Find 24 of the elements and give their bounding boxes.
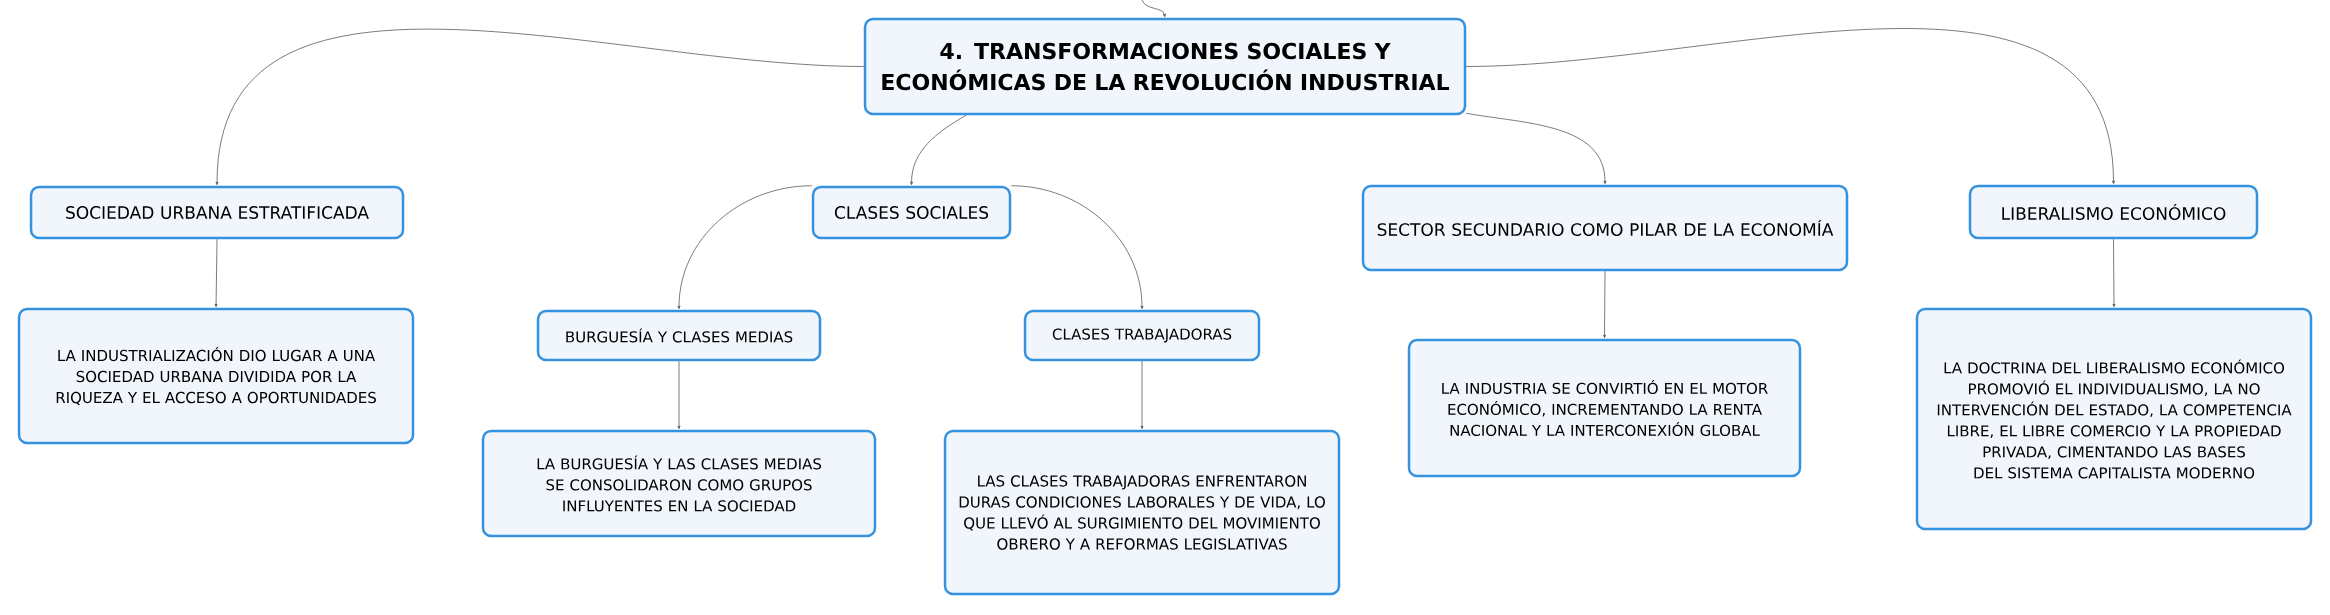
arrow: [215, 28, 865, 186]
subtopic-box: BURGUESÍA Y CLASES MEDIAS: [536, 309, 822, 362]
subtopic-box: CLASES TRABAJADORAS: [1023, 309, 1261, 362]
description-box: LA INDUSTRIA SE CONVIRTIÓ EN EL MOTOR ECONÓMICO, INCREMENTANDO LA RENTA NACIONAL Y LA INTERCONEXIÓN GLOBAL: [1407, 338, 1802, 478]
arrow: [1141, 0, 1166, 18]
arrow: [677, 360, 681, 430]
arrow: [1603, 270, 1606, 339]
arrow: [214, 238, 218, 308]
arrow: [1010, 185, 1144, 310]
arrow: [1465, 112, 1607, 185]
topic-box: SECTOR SECUNDARIO COMO PILAR DE LA ECONOMÍA: [1361, 184, 1849, 272]
description-box: LA INDUSTRIALIZACIÓN DIO LUGAR A UNA SOCIEDAD URBANA DIVIDIDA POR LA RIQUEZA Y EL ACCESO A OPORTUNIDADES: [17, 307, 415, 445]
topic-box: CLASES SOCIALES: [811, 185, 1012, 240]
topic-box: SOCIEDAD URBANA ESTRATIFICADA: [29, 185, 405, 240]
arrow: [677, 185, 813, 310]
arrow: [910, 114, 967, 186]
description-box: LA DOCTRINA DEL LIBERALISMO ECONÓMICO PROMOVIÓ EL INDIVIDUALISMO, LA NO INTERVENCIÓN DEL ESTADO, LA COMPETENCIA LIBRE, EL LIBRE COMERCIO Y LA PROPIEDAD PRIVADA, CIMENTANDO LAS BASES DEL SISTEMA CAPITALISTA MODERNO: [1915, 307, 2313, 531]
description-box: LA BURGUESÍA Y LAS CLASES MEDIAS SE CONSOLIDARON COMO GRUPOS INFLUYENTES EN LA SOCIEDAD: [481, 429, 877, 538]
title-box: 4. TRANSFORMACIONES SOCIALES Y ECONÓMICAS DE LA REVOLUCIÓN INDUSTRIAL: [863, 17, 1467, 116]
arrow: [1465, 28, 2115, 185]
arrow: [1140, 360, 1144, 430]
arrow: [2112, 238, 2116, 308]
description-box: LAS CLASES TRABAJADORAS ENFRENTARON DURAS CONDICIONES LABORALES Y DE VIDA, LO QUE LLEVÓ AL SURGIMIENTO DEL MOVIMIENTO OBRERO Y A REFORMAS LEGISLATIVAS: [943, 429, 1341, 596]
topic-box: LIBERALISMO ECONÓMICO: [1968, 184, 2259, 240]
